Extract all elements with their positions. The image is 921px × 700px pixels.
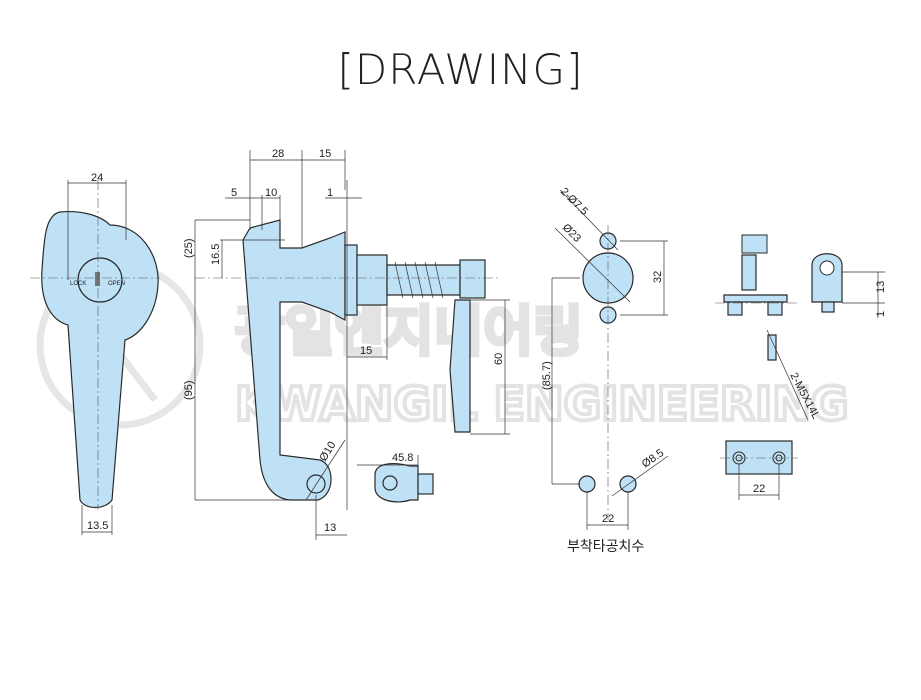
dim-13: 13 xyxy=(324,522,336,534)
watermark-english: KWANGIL ENGINEERING xyxy=(235,377,849,431)
key-slot xyxy=(95,272,100,286)
dim-5: 5 xyxy=(231,187,237,199)
dim-85-7: (85.7) xyxy=(541,361,553,390)
dim-dia23: Ø23 xyxy=(560,222,583,245)
dim-10: 10 xyxy=(265,187,277,199)
bracket-views: 13 1 2-M5X14L 22 xyxy=(715,234,887,500)
mounting-hole-pattern: 2-Ø7.5 Ø23 32 (85.7) Ø8.5 22 부착타공치수 xyxy=(541,186,669,555)
bracket-dim-1: 1 xyxy=(875,311,887,317)
open-mark: OPEN xyxy=(108,281,125,287)
mounting-caption: 부착타공치수 xyxy=(567,539,644,555)
bracket-dim-13: 13 xyxy=(875,281,887,293)
dim-45-8: 45.8 xyxy=(392,452,413,464)
dim-60: 60 xyxy=(493,353,505,365)
handle-side-view: 28 15 5 10 1 (25) 16.5 (95) Ø10 13 15 60… xyxy=(183,148,510,540)
dim-28: 28 xyxy=(272,148,284,160)
page-title: [DRAWING] xyxy=(337,45,584,94)
dim-15-top: 15 xyxy=(319,148,331,160)
dim-32: 32 xyxy=(652,271,664,283)
dim-22: 22 xyxy=(602,513,614,525)
handle-front-view: LOCK OPEN 24 13.5 xyxy=(30,172,160,535)
bracket-dim-22: 22 xyxy=(753,483,765,495)
dim-13-5: 13.5 xyxy=(87,520,108,532)
cam-latch xyxy=(449,299,471,433)
dim-25: (25) xyxy=(183,238,195,258)
screw xyxy=(767,334,777,361)
dim-1: 1 xyxy=(327,187,333,199)
lock-mark: LOCK xyxy=(70,281,86,287)
dim-15-spring: 15 xyxy=(360,345,372,357)
watermark-korean: 광일엔지니어링 xyxy=(235,300,583,363)
dim-dia10: Ø10 xyxy=(317,440,338,464)
dim-24: 24 xyxy=(91,172,103,184)
dim-2-dia7-5: 2-Ø7.5 xyxy=(558,186,590,218)
dim-16-5: 16.5 xyxy=(210,244,222,265)
dim-95: (95) xyxy=(183,380,195,400)
